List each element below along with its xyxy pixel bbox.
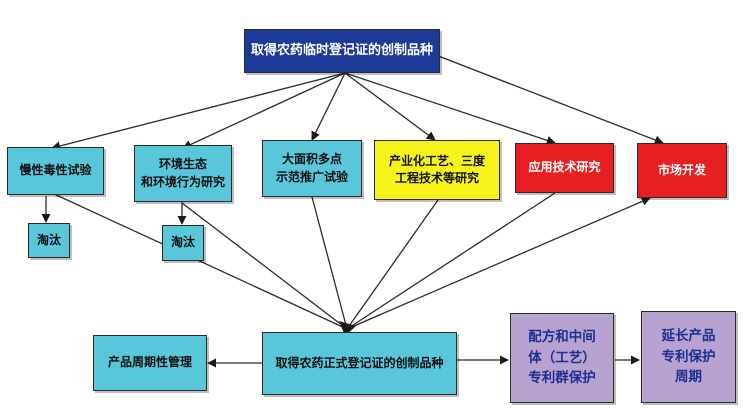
- node-lifecycle-management-label: 产品周期性管理: [107, 355, 192, 370]
- node-eliminate-1: 淘汰: [28, 223, 70, 258]
- node-extend-patent-period: 延长产品 专利保护 周期: [641, 311, 736, 403]
- node-industrial-research-label: 产业化工艺、三度 工程技术等研究: [388, 153, 485, 185]
- node-temporary-registration-label: 取得农药临时登记证的创制品种: [250, 42, 433, 58]
- edge-top-to-application: [344, 72, 556, 145]
- node-eliminate-2: 淘汰: [162, 225, 204, 261]
- edge-top-to-field: [311, 72, 346, 141]
- edge-environment-to-formal: [181, 202, 348, 330]
- node-formal-registration-label: 取得农药正式登记证的创制品种: [275, 355, 444, 370]
- node-application-research-label: 应用技术研究: [528, 160, 601, 175]
- arrow-converge-head: [339, 321, 356, 336]
- edge-application-to-formal: [346, 192, 556, 330]
- node-field-trial: 大面积多点 示范推广试验: [262, 140, 362, 197]
- edge-top-to-chronic: [51, 72, 346, 151]
- node-environment-research-label: 环境生态 和环境行为研究: [140, 157, 225, 189]
- node-field-trial-label: 大面积多点 示范推广试验: [275, 152, 348, 184]
- node-chronic-toxicity-label: 慢性毒性试验: [19, 163, 92, 178]
- node-lifecycle-management: 产品周期性管理: [93, 335, 207, 391]
- edge-top-to-industrial: [344, 72, 436, 141]
- node-chronic-toxicity: 慢性毒性试验: [7, 147, 104, 195]
- node-market-development: 市场开发: [637, 143, 727, 198]
- node-eliminate-2-label: 淘汰: [170, 235, 195, 250]
- edge-top-to-environment: [182, 72, 346, 149]
- node-patent-group-protection-label: 配方和中间 体（工艺） 专利群保护: [528, 328, 596, 387]
- edge-field-to-formal: [311, 196, 348, 330]
- node-extend-patent-period-label: 延长产品 专利保护 周期: [661, 327, 716, 386]
- edge-chronic-to-formal: [51, 192, 348, 330]
- edge-top-market: [427, 51, 664, 145]
- edge-formal-to-market: [346, 197, 651, 330]
- node-patent-group-protection: 配方和中间 体（工艺） 专利群保护: [510, 313, 614, 403]
- node-eliminate-1-label: 淘汰: [36, 232, 61, 247]
- node-temporary-registration: 取得农药临时登记证的创制品种: [244, 29, 440, 73]
- node-formal-registration: 取得农药正式登记证的创制品种: [262, 332, 457, 395]
- node-application-research: 应用技术研究: [515, 143, 614, 193]
- edge-industrial-to-formal: [346, 199, 439, 330]
- node-environment-research: 环境生态 和环境行为研究: [134, 145, 232, 202]
- node-industrial-research: 产业化工艺、三度 工程技术等研究: [374, 140, 500, 200]
- node-market-development-label: 市场开发: [657, 162, 706, 177]
